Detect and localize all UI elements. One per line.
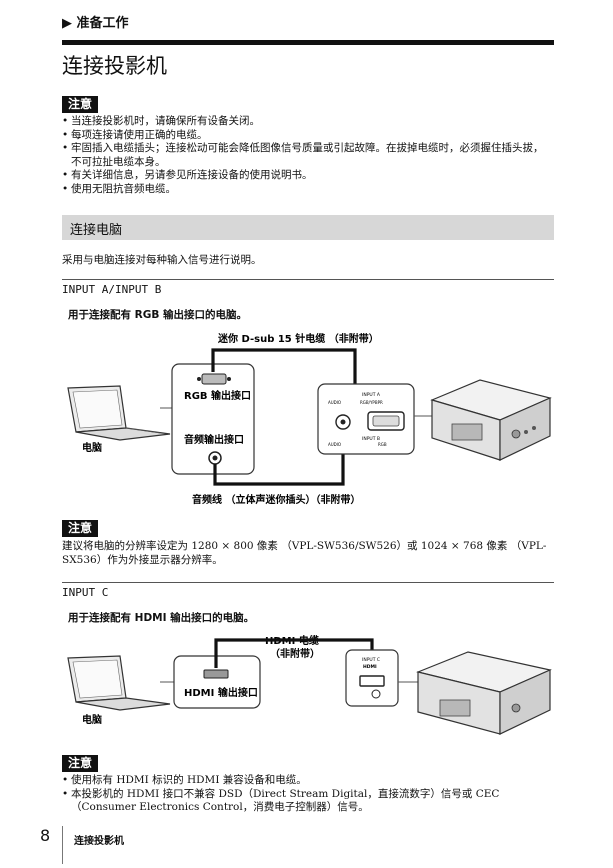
laptop-icon bbox=[67, 385, 171, 441]
resolution-note-text: 建议将电脑的分辨率设定为 1280 × 800 像素 （VPL-SW536/SW… bbox=[62, 540, 547, 566]
note-label: 注意 bbox=[62, 755, 99, 772]
audio-jack-icon bbox=[208, 451, 222, 465]
panel-input-b-label: INPUT B bbox=[362, 436, 380, 442]
page-number: 8 bbox=[40, 826, 51, 845]
projector-audio-jack-icon bbox=[335, 414, 351, 430]
projector-icon bbox=[430, 379, 552, 461]
breadcrumb-arrow-icon: ▶ bbox=[62, 16, 72, 31]
input-c-lead: 用于连接配有 HDMI 输出接口的电脑。 bbox=[68, 612, 255, 624]
audio-cable-label: 音频线 （立体声迷你插头）（非附带） bbox=[192, 493, 360, 506]
projector-hdmi-port-icon bbox=[359, 675, 385, 687]
panel-hdmi-label: HDMI bbox=[363, 664, 377, 670]
note-label: 注意 bbox=[62, 96, 99, 113]
footer-title: 连接投影机 bbox=[74, 836, 124, 847]
note-bullet: 当连接投影机时，请确保所有设备关闭。 bbox=[62, 115, 552, 129]
projector-icon bbox=[416, 651, 552, 735]
note-bullet: 有关详细信息，另请参见所连接设备的使用说明书。 bbox=[62, 169, 552, 183]
vga-cable bbox=[211, 348, 357, 404]
section-intro: 采用与电脑连接对每种输入信号进行说明。 bbox=[62, 254, 262, 266]
input-ab-rule bbox=[62, 279, 554, 280]
audio-port-label: 音频输出接口 bbox=[184, 433, 244, 446]
note-label: 注意 bbox=[62, 520, 99, 537]
panel-input-c-label: INPUT C bbox=[362, 657, 380, 663]
hdmi-port-label: HDMI 输出接口 bbox=[184, 686, 258, 699]
panel-rgb-label: RGB/YPBPR bbox=[360, 400, 383, 405]
panel-rgb-b-label: RGB bbox=[378, 442, 387, 447]
vga-cable-label: 迷你 D-sub 15 针电缆 （非附带） bbox=[217, 332, 379, 345]
projector-port-panel bbox=[317, 383, 415, 455]
note-bullet-list: 当连接投影机时，请确保所有设备关闭。 每项连接请使用正确的电缆。 牢固插入电缆插… bbox=[62, 115, 552, 197]
section-title: 连接电脑 bbox=[70, 223, 123, 238]
hdmi-connection-diagram: HDMI 电缆 （非附带） 电脑 HDMI 输出接口 INPUT C HDMI bbox=[67, 634, 552, 735]
computer-label: 电脑 bbox=[82, 441, 102, 454]
projector-jack-icon bbox=[371, 689, 381, 699]
panel-input-a-label: INPUT A bbox=[362, 392, 381, 398]
panel-audio-b-label: AUDIO bbox=[328, 442, 341, 447]
section-header: 连接电脑 bbox=[62, 215, 554, 240]
rgb-port-label: RGB 输出接口 bbox=[184, 389, 251, 402]
hdmi-port-icon bbox=[203, 669, 229, 679]
note-bullet: 本投影机的 HDMI 接口不兼容 DSD（Direct Stream Digit… bbox=[62, 788, 552, 815]
input-ab-lead: 用于连接配有 RGB 输出接口的电脑。 bbox=[68, 309, 248, 321]
note-bullet-list: 使用标有 HDMI 标识的 HDMI 兼容设备和电缆。 本投影机的 HDMI 接… bbox=[62, 774, 552, 815]
audio-cable bbox=[213, 430, 345, 486]
footer-rule bbox=[62, 826, 63, 864]
note-bullet: 使用无阻抗音频电缆。 bbox=[62, 183, 552, 197]
rgb-connection-diagram: 迷你 D-sub 15 针电缆 （非附带） 电脑 RGB 输出接口 音频输出接口… bbox=[67, 332, 552, 506]
input-ab-title: INPUT A/INPUT B bbox=[62, 283, 162, 296]
breadcrumb-label: 准备工作 bbox=[76, 16, 129, 31]
note-bullet: 每项连接请使用正确的电缆。 bbox=[62, 129, 552, 143]
note-bullet: 牢固插入电缆插头；连接松动可能会降低图像信号质量或引起故障。在拔掉电缆时，必须握… bbox=[62, 142, 552, 169]
projector-vga-port-icon bbox=[367, 411, 405, 431]
panel-audio-label: AUDIO bbox=[328, 400, 341, 405]
breadcrumb: ▶ 准备工作 bbox=[62, 12, 129, 31]
computer-label: 电脑 bbox=[82, 713, 102, 726]
hdmi-cable-sub-label: （非附带） bbox=[270, 647, 320, 660]
header-rule bbox=[62, 40, 554, 45]
input-c-rule bbox=[62, 582, 554, 583]
laptop-icon bbox=[67, 655, 171, 711]
note-bullet: 使用标有 HDMI 标识的 HDMI 兼容设备和电缆。 bbox=[62, 774, 552, 788]
vga-port-icon bbox=[197, 373, 231, 385]
input-c-title: INPUT C bbox=[62, 586, 109, 599]
page-title: 连接投影机 bbox=[62, 54, 167, 78]
